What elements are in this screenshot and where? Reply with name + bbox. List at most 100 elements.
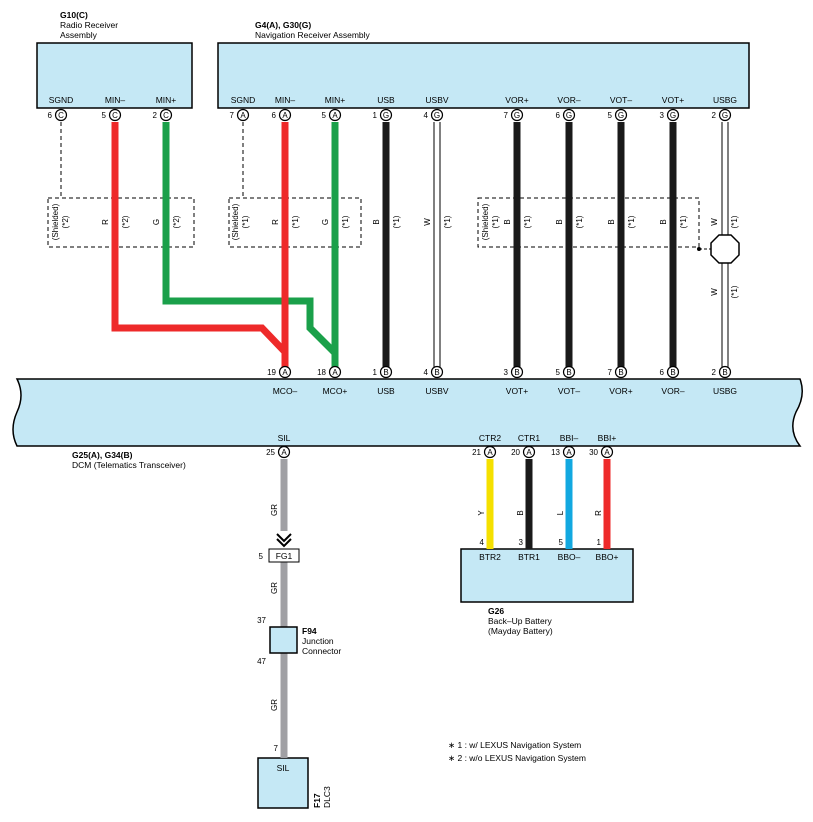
nav-pin-terminal [510, 108, 524, 122]
radio-pin-terminal [108, 108, 122, 122]
usb-wire-color: W [423, 218, 432, 226]
dcm-bottom-pin-pin-number: 30 [589, 448, 598, 457]
dcm-bottom-pin-pin-number: 13 [551, 448, 560, 457]
usbg-wire-color-upper: W [710, 218, 719, 226]
wire-color-label: G [152, 219, 161, 225]
battery-wire-color: B [516, 510, 525, 515]
usb-wire-note: (*1) [443, 215, 452, 228]
dlc3-box [257, 757, 309, 809]
nav-pin-terminal [666, 108, 680, 122]
shield-box-nav-mic [228, 197, 362, 248]
radio-pin-pin-number: 5 [102, 111, 107, 120]
wire-note-label: (*1) [627, 215, 636, 228]
dcm-top-pin-pin-number: 2 [712, 368, 717, 377]
nav-pin-terminal [430, 108, 444, 122]
nav-pin-connector-letter: G [722, 111, 728, 120]
battery-pin-number: 4 [480, 538, 485, 547]
battery-wire-color: Y [477, 510, 486, 516]
dcm-top-pin-label: MCO– [273, 386, 298, 396]
shield-note: (*2) [61, 215, 70, 228]
dcm-bottom-pin-label: BBI– [560, 433, 579, 443]
dcm-top-pin-pin-number: 4 [424, 368, 429, 377]
dcm-bottom-pin-connector-letter: A [604, 448, 610, 457]
usbg-wire-note-upper: (*1) [730, 215, 739, 228]
junction-pin-bottom: 47 [257, 657, 266, 666]
battery-pin-number: 5 [559, 538, 564, 547]
battery-pin-label: BBO+ [596, 552, 619, 562]
dcm-bottom-pin-terminal [483, 445, 497, 459]
battery-code: G26 [488, 606, 504, 616]
dcm-bottom-pin-connector-letter: A [566, 448, 572, 457]
junction-name-line1: Junction [302, 636, 334, 646]
dcm-bottom-pin-terminal [600, 445, 614, 459]
sil-wire-color: GR [270, 699, 279, 711]
dcm-top-pin-pin-number: 7 [608, 368, 613, 377]
dcm-top-pin-terminal [430, 365, 444, 379]
nav-pin-connector-letter: G [670, 111, 676, 120]
dcm-bottom-pin-pin-number: 21 [472, 448, 481, 457]
nav-name: Navigation Receiver Assembly [255, 30, 371, 40]
nav-pin-label: MIN+ [325, 95, 346, 105]
radio-code: G10(C) [60, 10, 88, 20]
wire-color-label: B [503, 219, 512, 224]
dlc3-code: F17 [312, 793, 322, 808]
radio-pin-terminal [159, 108, 173, 122]
nav-pin-terminal [328, 108, 342, 122]
radio-name-line1: Radio Receiver [60, 20, 118, 30]
dcm-top-pin-pin-number: 6 [660, 368, 665, 377]
wire-note-label: (*2) [172, 215, 181, 228]
dcm-bottom-pin-terminal [522, 445, 536, 459]
dcm-top-pin-label: MCO+ [323, 386, 348, 396]
sil-wire-color: GR [270, 504, 279, 516]
fg1-label: FG1 [276, 551, 293, 561]
nav-pin-pin-number: 5 [322, 111, 327, 120]
radio-pin-label: SGND [49, 95, 74, 105]
dcm-bottom-pin-label: CTR2 [479, 433, 501, 443]
nav-pin-connector-letter: G [514, 111, 520, 120]
dcm-bottom-pin-pin-number: 20 [511, 448, 520, 457]
wire-note-label: (*2) [121, 215, 130, 228]
dcm-top-pin-label: VOR– [661, 386, 684, 396]
wire-color-label: G [321, 219, 330, 225]
radio-receiver-box [36, 42, 193, 109]
wire-color-label: R [101, 219, 110, 225]
wire-color-label: R [271, 219, 280, 225]
battery-wire-color: L [556, 510, 565, 515]
dcm-top-pin-terminal [278, 365, 292, 379]
dlc3-name: DLC3 [322, 786, 332, 808]
battery-name-line1: Back–Up Battery [488, 616, 553, 626]
nav-pin-label: SGND [231, 95, 256, 105]
wire-note-label: (*1) [291, 215, 300, 228]
dcm-top-pin-connector-letter: B [722, 368, 727, 377]
junction-connector [269, 626, 298, 654]
dcm-top-pin-connector-letter: B [434, 368, 439, 377]
nav-pin-pin-number: 3 [660, 111, 665, 120]
dlc3-pin-label: SIL [277, 763, 290, 773]
radio-pin-label: MIN+ [156, 95, 177, 105]
dcm-top-pin-label: USBG [713, 386, 737, 396]
wire-color-label: B [659, 219, 668, 224]
dcm-top-pin-pin-number: 1 [373, 368, 378, 377]
nav-pin-pin-number: 7 [230, 111, 235, 120]
nav-pin-connector-letter: G [566, 111, 572, 120]
dcm-code: G25(A), G34(B) [72, 450, 133, 460]
nav-code: G4(A), G30(G) [255, 20, 311, 30]
dcm-bottom-pin-connector-letter: A [487, 448, 493, 457]
wire-note-label: (*1) [341, 215, 350, 228]
shield-label: (Shielded) [51, 203, 60, 240]
wire-color-label: B [607, 219, 616, 224]
wire-note-label: (*1) [575, 215, 584, 228]
dcm-top-pin-terminal [666, 365, 680, 379]
nav-pin-connector-letter: G [618, 111, 624, 120]
nav-pin-pin-number: 7 [504, 111, 509, 120]
nav-pin-label: VOR+ [505, 95, 528, 105]
dcm-top-pin-label: VOR+ [609, 386, 632, 396]
nav-pin-terminal [278, 108, 292, 122]
nav-pin-terminal [562, 108, 576, 122]
sil-wire-color: GR [270, 582, 279, 594]
dcm-top-pin-terminal [718, 365, 732, 379]
nav-pin-label: VOT+ [662, 95, 684, 105]
dcm-top-pin-connector-letter: A [282, 368, 288, 377]
dcm-top-pin-connector-letter: A [332, 368, 338, 377]
